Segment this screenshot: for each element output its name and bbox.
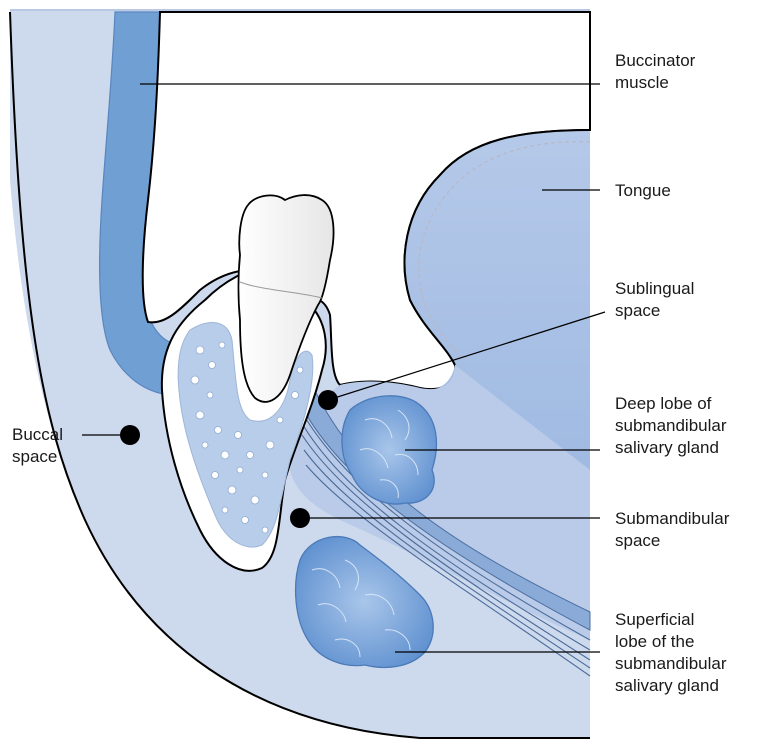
label-buccinator: Buccinator muscle [615,51,700,92]
label-submandibular-space: Submandibular space [615,509,734,550]
label-tongue: Tongue [615,181,671,200]
label-deep-lobe: Deep lobe of submandibular salivary glan… [615,394,731,457]
label-sublingual-space: Sublingual space [615,279,699,320]
label-superficial-lobe: Superficial lobe of the submandibular sa… [615,610,731,695]
